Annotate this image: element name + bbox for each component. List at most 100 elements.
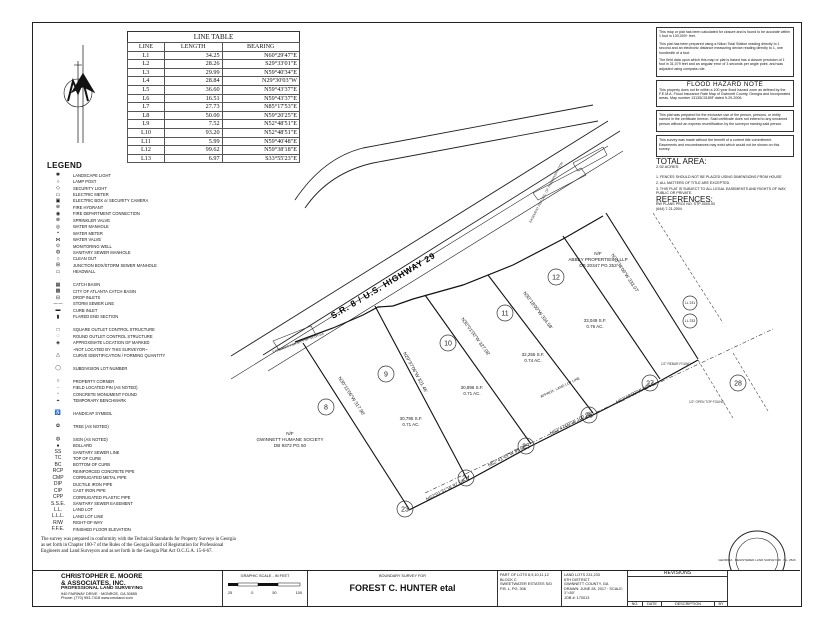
legend-symbol-icon: ─·─ [53, 300, 63, 307]
parcel-subdivision: SWEETWATER ESTATES S/D [500, 582, 552, 587]
boundary-for: BOUNDARY SURVEY FOR [379, 574, 426, 578]
legend-label: FINISHED FLOOR ELEVATION [73, 526, 131, 532]
rev-col-date: DATE [643, 602, 662, 607]
lot10-area-ac: 0.71 AC. [463, 391, 480, 396]
owner-block: BOUNDARY SURVEY FOR FOREST C. HUNTER eta… [308, 571, 498, 607]
legend-symbol-icon: ⊞ [55, 262, 61, 269]
line-bearing: N59°43'37"E [221, 93, 301, 104]
company-block: CHRISTOPHER E. MOORE & ASSOCIATES, INC. … [33, 571, 223, 607]
legend-label: CURVE IDENTIFICATION / FORMING QUANTITY [73, 352, 166, 358]
legend-item: ◎WATER MANHOLE [43, 224, 198, 230]
legend-label: CITY OF ATLANTA CATCH BASIN [73, 288, 136, 294]
legend-symbol-icon: ▬ [55, 307, 61, 314]
landlot-job: JOB #: 170013 [564, 595, 590, 600]
rev-col-desc: DESCRIPTION [662, 602, 715, 607]
line-bearing: N29°30'03"W [221, 76, 301, 86]
legend-item: ▭ELECTRIC METER [43, 191, 198, 198]
lot9-area-ac: 0.71 AC. [402, 422, 419, 427]
legend-label: ROUND OUTLET CONTROL STRUCTURE [73, 333, 153, 339]
line-id: L1 [127, 50, 165, 61]
company-tagline: PROFESSIONAL LAND SURVEYING [61, 586, 143, 591]
legend-label: RIGHT-OF-WAY [73, 520, 103, 526]
legend-item: ◌ROUND OUTLET CONTROL STRUCTURE [43, 333, 198, 339]
line-id: L6 [127, 93, 165, 104]
legend-label: SANITARY SEWER LINE [73, 449, 120, 455]
legend-symbol-icon: ♿ [54, 410, 62, 417]
legend-symbol-icon: DIP [53, 481, 63, 488]
line-bearing: N60°29'47"E [221, 50, 301, 61]
landlot-county: GWINNETT COUNTY, GA [564, 582, 609, 587]
highway-lines [230, 104, 624, 380]
ll-tag-233: LL 233 [685, 319, 695, 323]
abbey-nf: N/F [594, 251, 602, 256]
legend-symbol-icon: ⌖ [56, 397, 60, 404]
legend-symbol-icon: SS [54, 449, 62, 456]
graphic-scale: GRAPHIC SCALE - IN FEET 25 0 50 100 [223, 571, 308, 607]
line-id: L12 [127, 145, 165, 155]
legend-symbol-icon: R/W [53, 519, 63, 526]
line-bearing: N59°43'37"E [221, 84, 301, 95]
legend-item: ◯SUBDIVISION LOT NUMBER [43, 365, 198, 371]
line-id: L5 [127, 84, 165, 95]
north-arrow-icon [70, 45, 96, 143]
legend-symbol-icon: ▦ [55, 281, 61, 288]
legend-label: ELECTRIC BOX or SECURITY CAMERA [73, 198, 149, 204]
rev-col-by: BY [718, 602, 724, 607]
lot-23: 23 [401, 507, 409, 514]
parcel-lots: PART OF LOTS 8,9,10,11,12 [500, 573, 549, 577]
legend-item: ▫CONCRETE MONUMENT FOUND [43, 391, 198, 397]
legend-label: CORRUGATED METAL PIPE [73, 475, 127, 481]
legend-label: FLARED END SECTION [73, 314, 119, 320]
legend-symbol-icon: ⊗ [55, 217, 61, 224]
legend-label: ~NOT LOCATED BY THIS SURVEYOR~ [73, 346, 148, 352]
legend-label: CLEAN OUT [73, 256, 97, 262]
lot12-area-ac: 0.76 AC. [586, 324, 603, 329]
line-id: L8 [127, 110, 165, 121]
legend-label: BOTTOM OF CURB [73, 462, 110, 468]
legend-label: LAND LOT [73, 507, 94, 513]
length-header: LENGTH [163, 42, 223, 52]
legend-symbol-icon: ◍ [55, 436, 61, 443]
flood-title: FLOOD HAZARD NOTE [686, 81, 764, 89]
legend-symbol-icon: ✿ [55, 423, 61, 430]
legend-symbol-icon: CPP [52, 494, 64, 501]
abbey-deed: DB 20347 PG 253 [579, 263, 617, 268]
legend-item: SS SANITARY SEWER LINE [43, 449, 198, 455]
legend-label: ELECTRIC METER [73, 192, 109, 198]
side-bearing-3: N30°01'00"W 327.08' [459, 317, 491, 357]
legend-symbol-icon: ○ [56, 378, 60, 385]
line-bearing: N59°40'48"E [221, 136, 301, 147]
lot9-area-sf: 30,795 S.F. [400, 416, 423, 421]
open-top-label: 1/2" OPEN TOP FOUND [689, 400, 725, 404]
line-id: L2 [127, 59, 165, 69]
legend-item: ♿HANDICAP SYMBOL [43, 410, 198, 416]
company-logo-icon [63, 61, 93, 143]
legend-item: ✿TREE (AS NOTED) [43, 423, 198, 429]
legend-label: FIRE HYDRANT [73, 204, 104, 210]
legend-label: WATER METER [73, 230, 103, 236]
legend-item: DIP DUCTILE IRON PIPE [43, 481, 198, 487]
legend-symbol-icon: ⊕ [55, 204, 61, 211]
lot-11: 11 [501, 311, 508, 318]
legend-label: APPROXIMATE LOCATION OF MARKED [73, 340, 150, 346]
line-bearing: N59°38'18"E [221, 145, 301, 155]
legend-label: DUCTILE IRON PIPE [73, 481, 113, 487]
legend-label: SPRINKLER VALVE [73, 217, 110, 223]
legend-symbol-icon: ◉ [55, 210, 61, 217]
abbey-name: ABBEY PROPERTIES, LLLP [568, 257, 627, 262]
line-id: L11 [127, 136, 165, 147]
flood-text: This property does not lie within a 100 … [659, 87, 791, 101]
legend-symbol-icon: L.L. [53, 506, 63, 513]
ll-tag-231: LL 231 [685, 301, 695, 305]
legend-label: HEADWALL [73, 269, 96, 275]
legend-label: LANDSCAPE LIGHT [73, 172, 111, 178]
legend-item: ⌖TEMPORARY BENCHMARK [43, 397, 198, 404]
general-notes: 1. FENCES SHOULD NOT BE PLACED USING DIM… [656, 175, 794, 196]
